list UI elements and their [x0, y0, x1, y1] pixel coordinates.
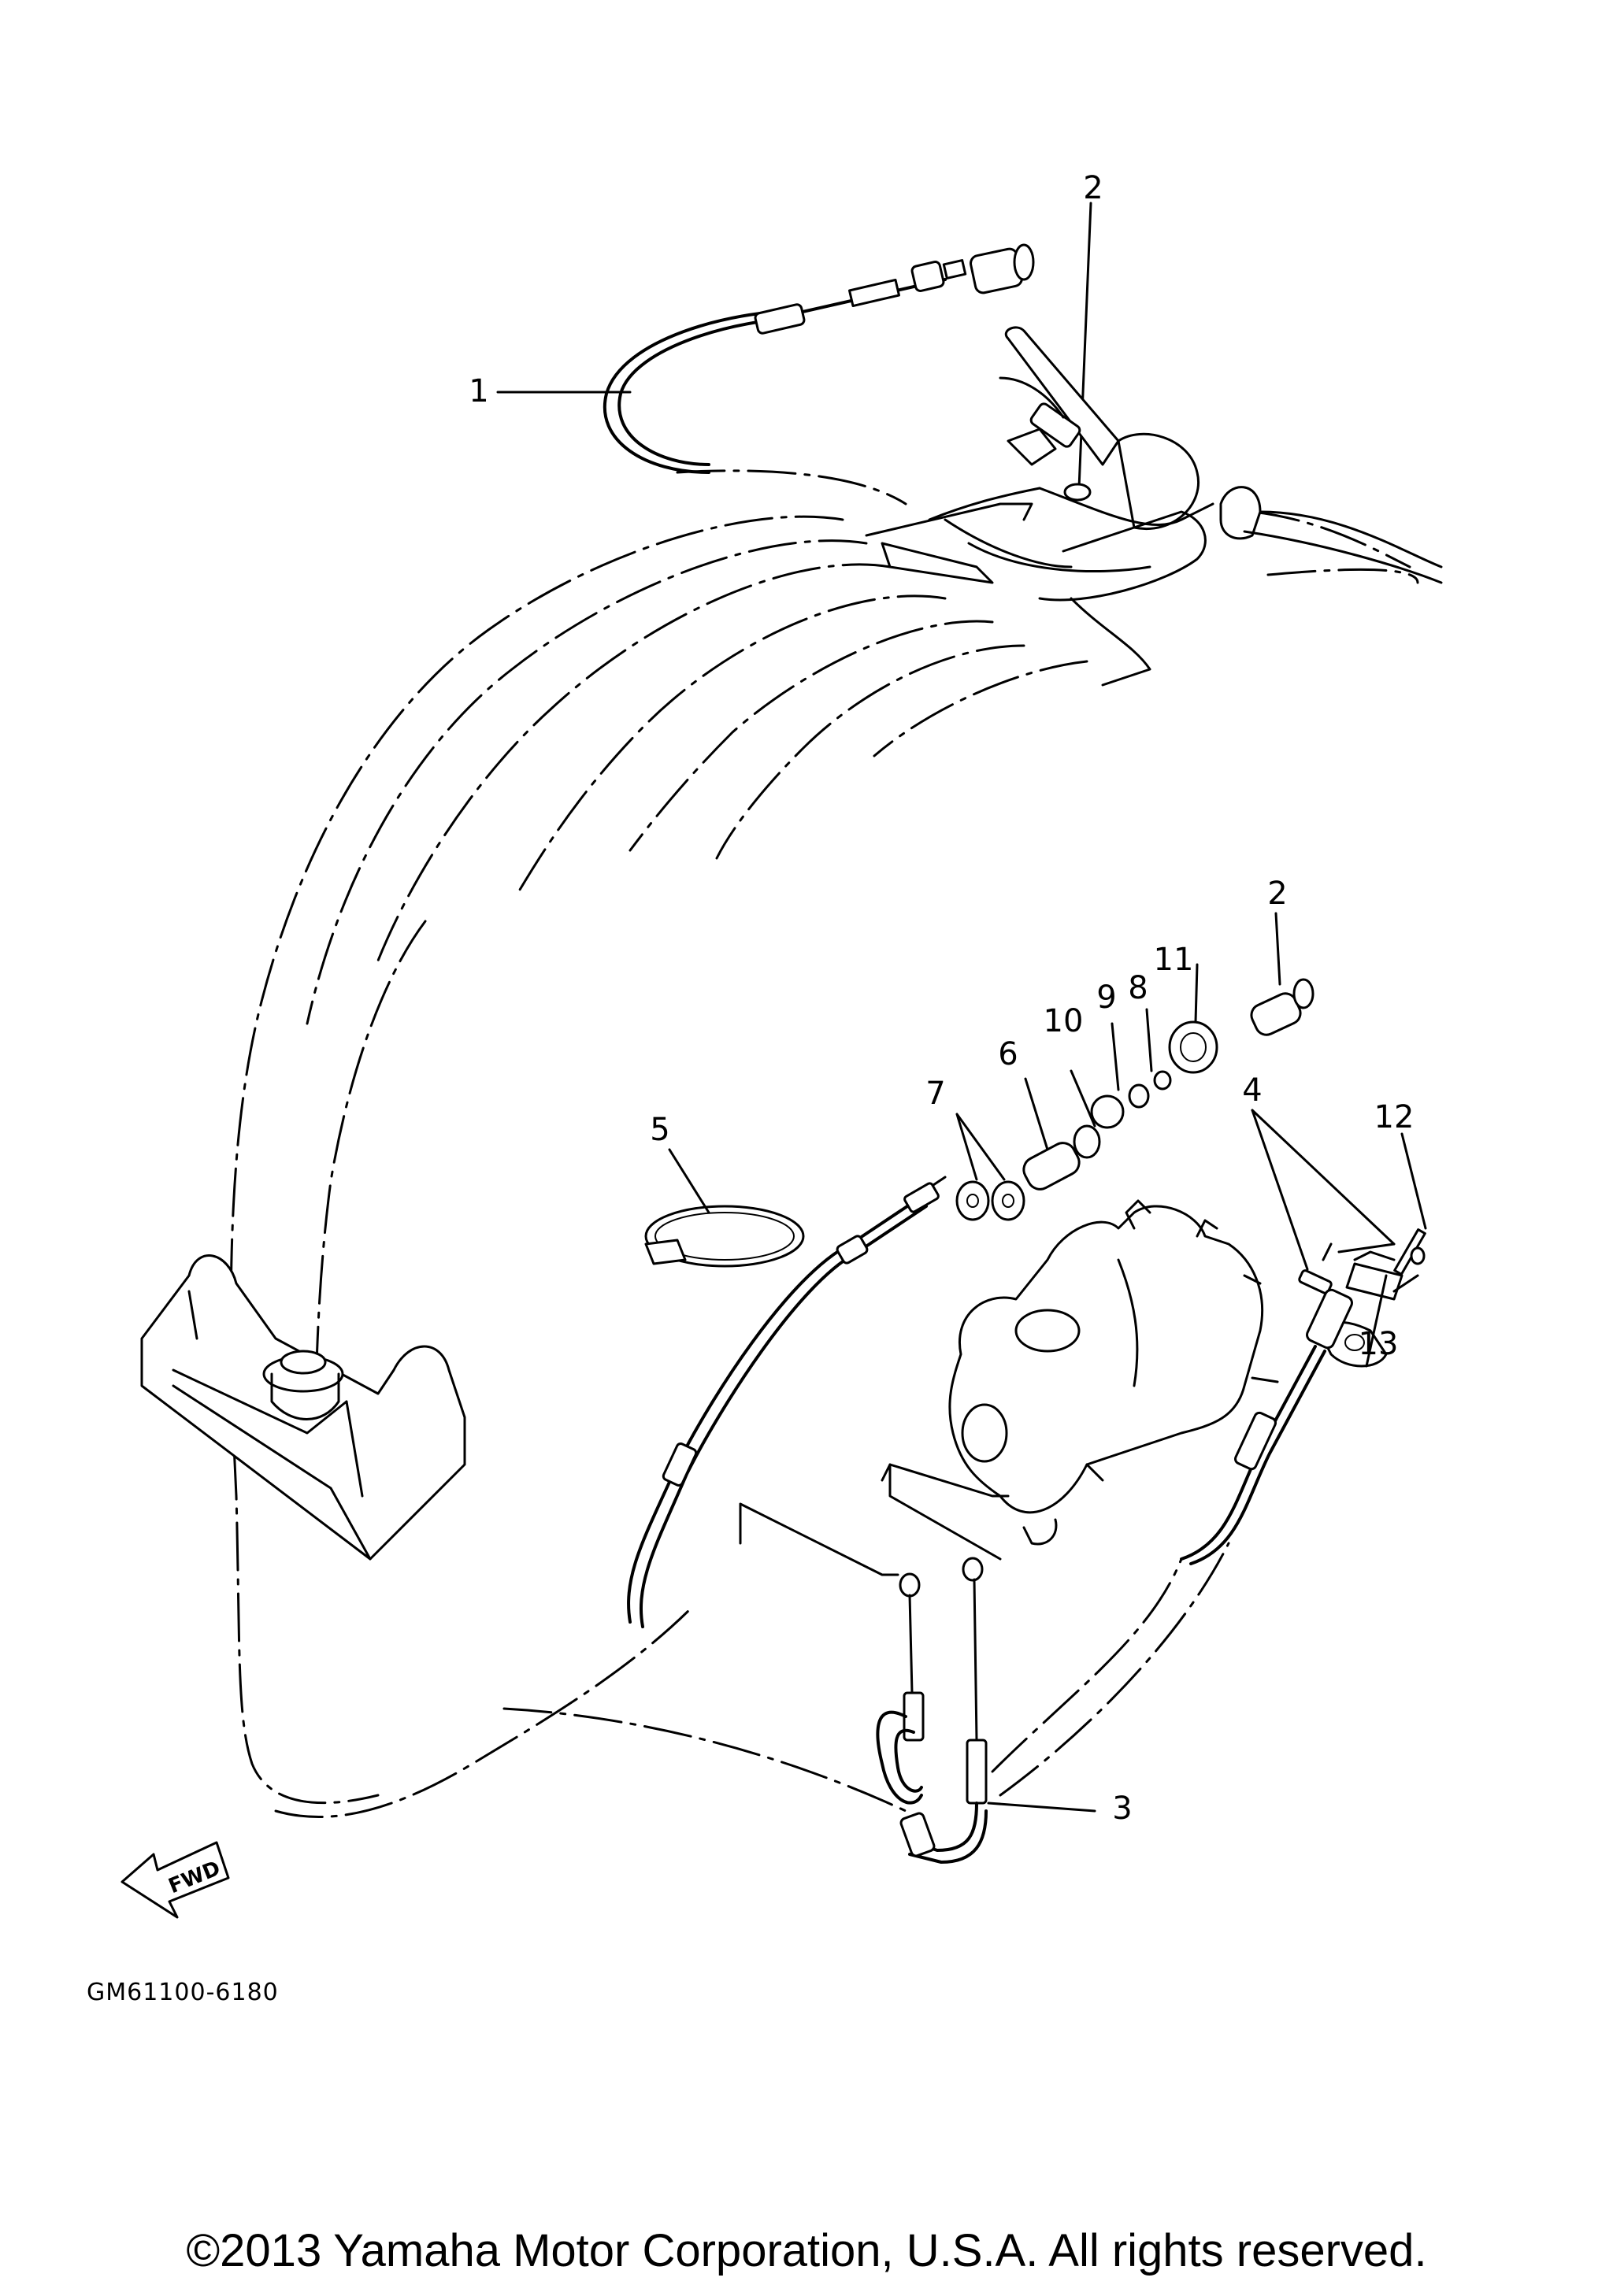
hose-3	[739, 1463, 1096, 1864]
callout-2-upper: 2	[1083, 170, 1103, 206]
callout-12: 12	[1374, 1099, 1415, 1135]
callout-9: 9	[1096, 980, 1116, 1016]
drawing-code: GM61100-6180	[87, 1979, 279, 2006]
speedometer-gear-housing	[948, 1199, 1264, 1546]
callout-8: 8	[1128, 970, 1148, 1006]
callout-13: 13	[1359, 1326, 1399, 1362]
band-clamp-5	[644, 1148, 805, 1268]
copyright-notice: ©2013 Yamaha Motor Corporation, U.S.A. A…	[186, 2225, 1427, 2276]
speed-cable	[627, 1176, 947, 1628]
callout-10: 10	[1044, 1003, 1084, 1039]
drive-cable-right	[1180, 1288, 1353, 1565]
callout-11: 11	[1154, 942, 1194, 978]
callout-4: 4	[1242, 1072, 1262, 1109]
steering-assembly	[865, 326, 1443, 687]
fitting-parts-row	[955, 912, 1315, 1221]
callout-5: 5	[650, 1112, 669, 1148]
callout-labels: 2 1 2 11 8 9 10 6 7 5 4 12 13 3	[469, 170, 1414, 1827]
cable-1	[603, 259, 967, 474]
callout-3: 3	[1112, 1791, 1132, 1827]
base-block	[140, 1254, 466, 1561]
callout-1: 1	[469, 373, 488, 409]
nut-2-upper	[970, 202, 1092, 490]
callout-7: 7	[925, 1076, 945, 1112]
fwd-arrow-icon: FWD	[121, 1841, 230, 1919]
callout-6: 6	[998, 1036, 1018, 1072]
hull-outline	[229, 469, 1419, 1818]
callout-2-lower: 2	[1267, 876, 1287, 912]
